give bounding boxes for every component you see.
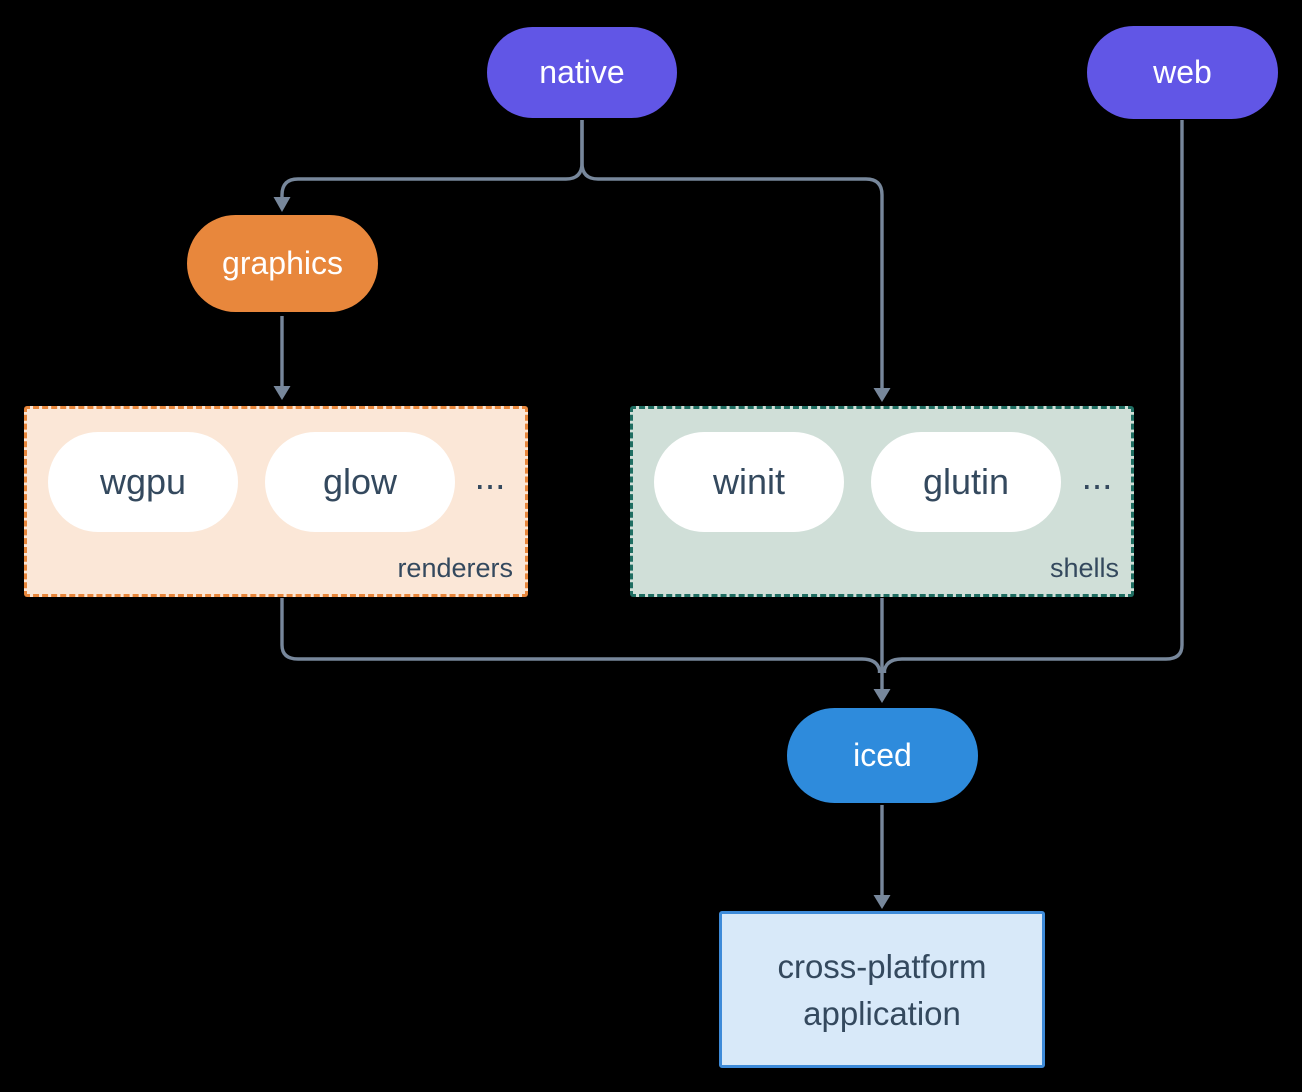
renderers-group-label: renderers bbox=[397, 553, 513, 583]
arrowhead-into-iced bbox=[873, 689, 891, 703]
pill-winit: winit bbox=[654, 432, 844, 532]
arrowhead-into-graphics bbox=[273, 197, 291, 212]
node-graphics: graphics bbox=[187, 215, 378, 312]
node-iced-label: iced bbox=[853, 737, 912, 773]
node-iced: iced bbox=[787, 708, 978, 803]
arrowhead-into-shells bbox=[873, 388, 891, 402]
app-label-line1: cross-platform bbox=[777, 947, 987, 985]
shells-group-label: shells bbox=[1049, 553, 1119, 583]
renderers-ellipsis: ... bbox=[474, 456, 506, 497]
node-web: web bbox=[1087, 26, 1278, 119]
pill-glutin: glutin bbox=[871, 432, 1061, 532]
pill-wgpu: wgpu bbox=[48, 432, 238, 532]
group-shells: winit glutin ... shells bbox=[630, 406, 1134, 597]
node-web-label: web bbox=[1153, 54, 1212, 90]
arrowhead-into-renderers bbox=[273, 386, 291, 400]
edge-web-iced bbox=[882, 120, 1184, 673]
pill-glutin-label: glutin bbox=[922, 461, 1010, 502]
pill-wgpu-label: wgpu bbox=[99, 461, 187, 502]
edge-native-shells bbox=[580, 120, 884, 389]
node-cross-platform-application: cross-platform application bbox=[719, 911, 1045, 1068]
node-native: native bbox=[487, 27, 677, 118]
pill-winit-label: winit bbox=[712, 461, 786, 502]
app-label-line2: application bbox=[803, 994, 961, 1032]
node-graphics-label: graphics bbox=[222, 245, 343, 281]
group-renderers: wgpu glow ... renderers bbox=[24, 406, 528, 597]
pill-glow-label: glow bbox=[322, 461, 398, 502]
edge-renderers-iced bbox=[280, 598, 882, 673]
arrowhead-into-app bbox=[873, 895, 891, 909]
node-native-label: native bbox=[539, 54, 625, 90]
pill-glow: glow bbox=[265, 432, 455, 532]
edge-native-graphics bbox=[280, 120, 584, 198]
shells-ellipsis: ... bbox=[1081, 456, 1113, 497]
